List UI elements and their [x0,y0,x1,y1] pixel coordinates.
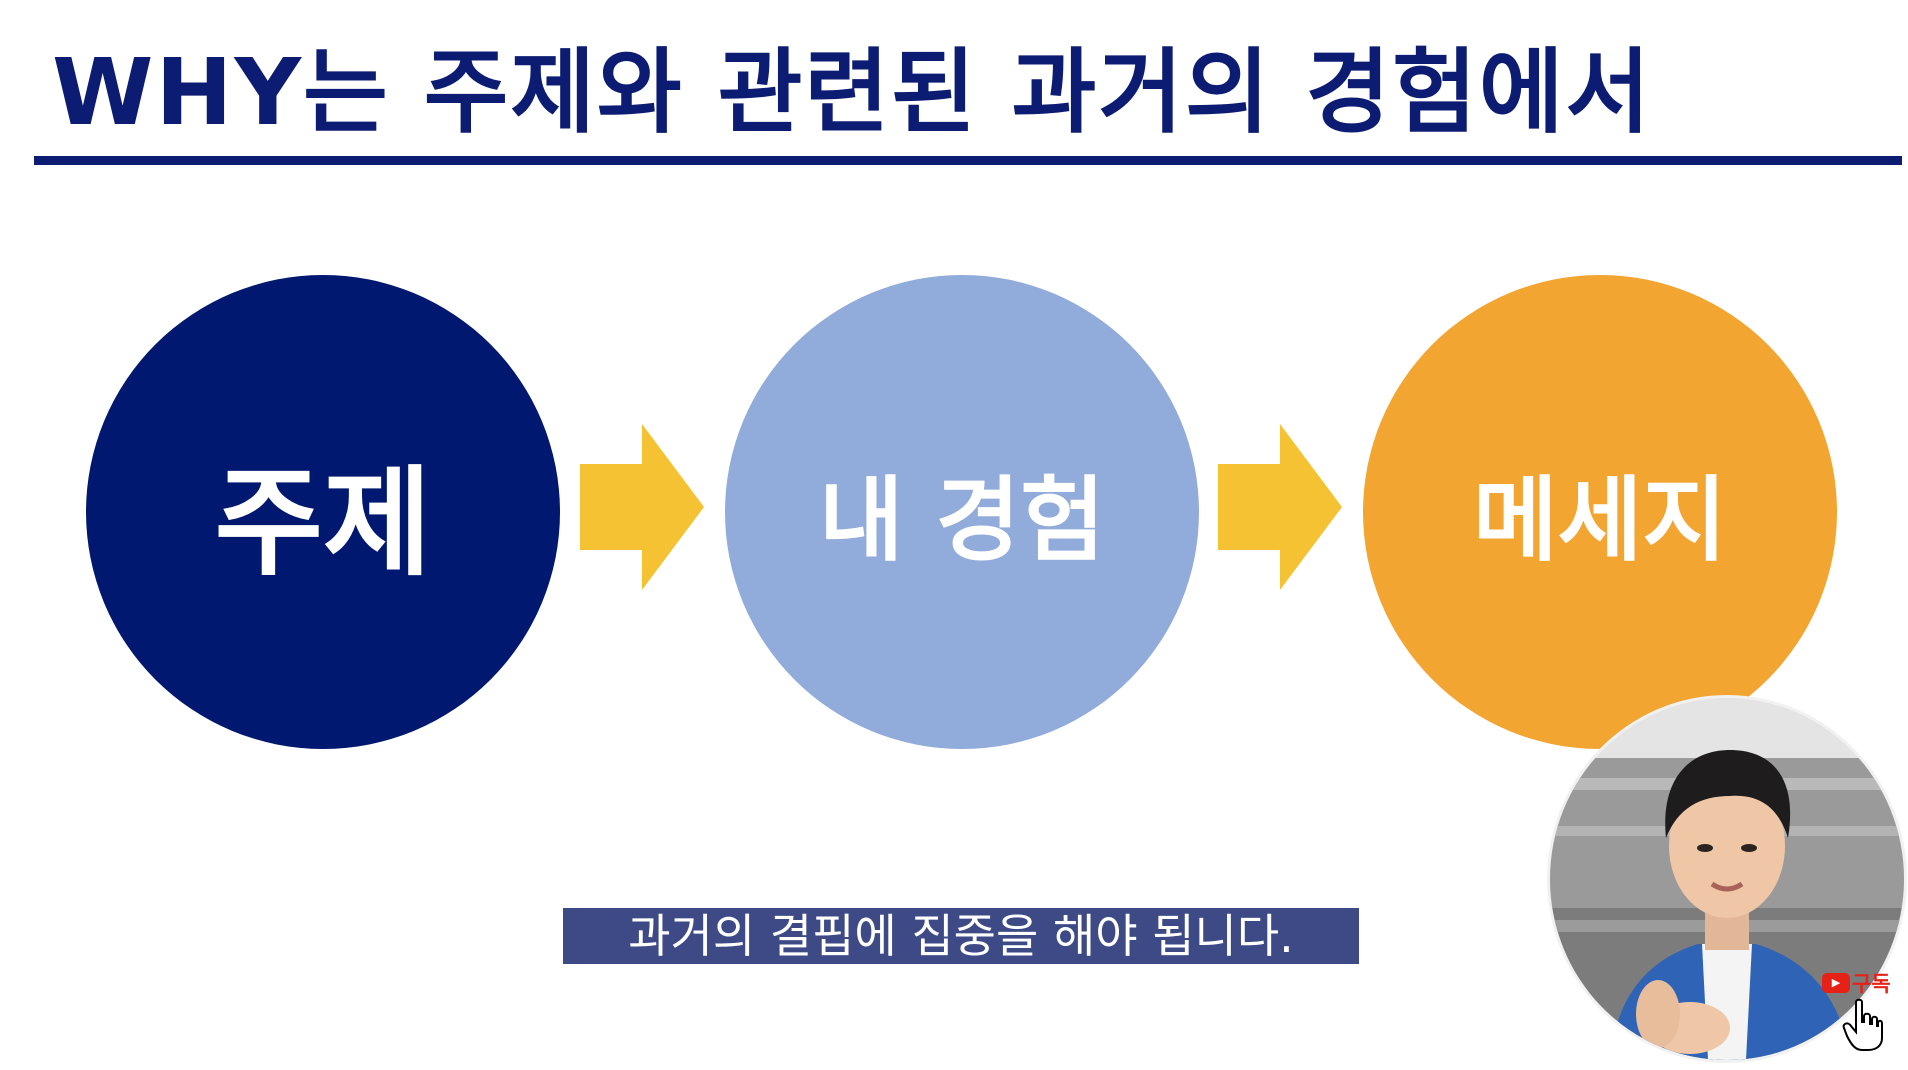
step-circle-message: 메세지 [1363,275,1837,749]
step-label-message: 메세지 [1473,466,1727,574]
step-label-experience: 내 경험 [819,466,1105,574]
video-caption: 과거의 결핍에 집중을 해야 됩니다. [563,908,1359,964]
hand-cursor-icon [1842,998,1883,1051]
youtube-icon: ▶ [1822,973,1850,993]
step-circle-experience: 내 경험 [725,275,1199,749]
arrow-right-icon [1218,424,1342,590]
subscribe-badge[interactable]: ▶ 구독 [1822,970,1891,996]
presenter-webcam [1550,698,1904,1060]
slide-title: WHY는 주제와 관련된 과거의 경험에서 [52,39,1653,146]
title-underline [34,156,1902,165]
arrow-right-icon [580,424,704,590]
step-circle-topic: 주제 [86,275,560,749]
step-label-topic: 주제 [214,453,432,592]
subscribe-label: 구독 [1852,972,1891,996]
